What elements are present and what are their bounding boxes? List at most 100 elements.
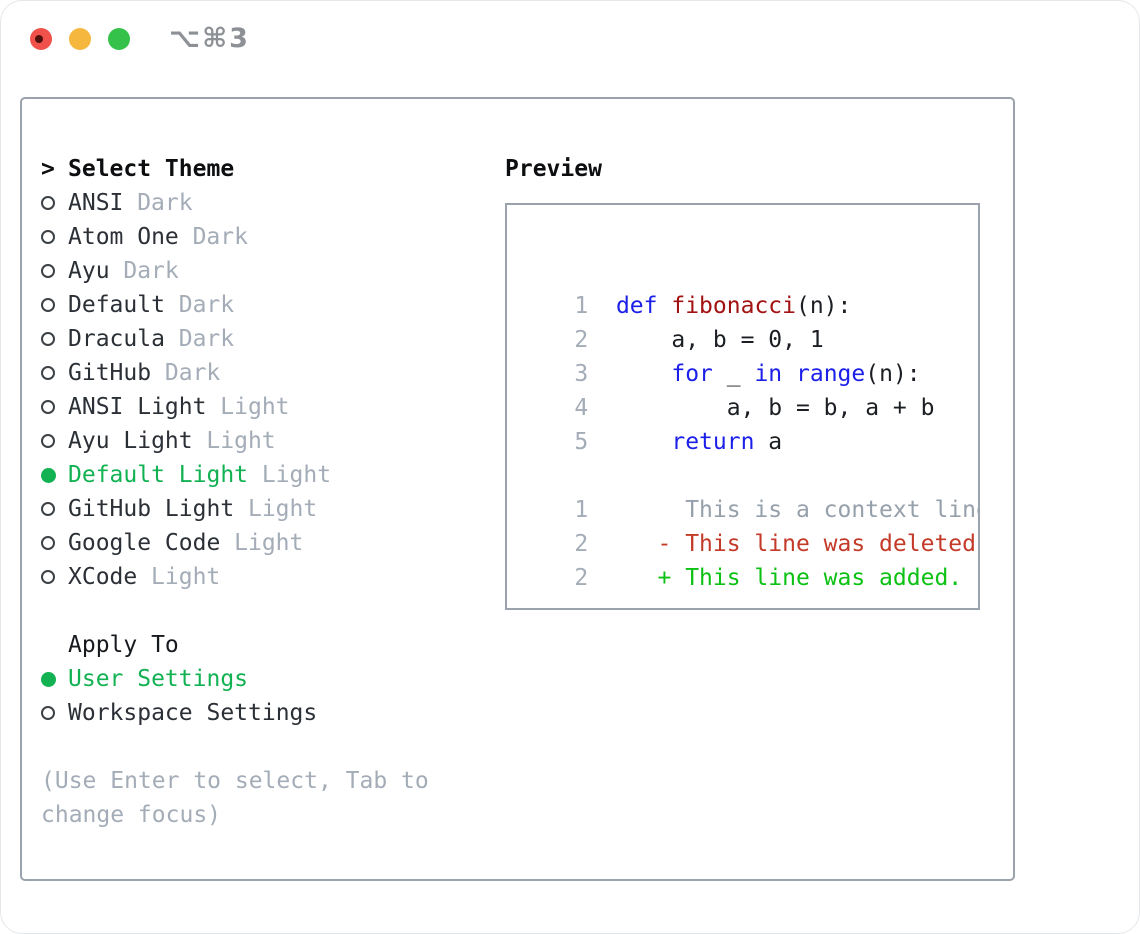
line-number: 2 — [574, 565, 589, 591]
theme-variant: Dark — [123, 258, 179, 284]
theme-option-ayu-light-light[interactable]: Ayu Light Light — [41, 424, 489, 458]
code-segment-plain: _ — [712, 361, 755, 387]
code-segment-keyword: def — [615, 293, 658, 319]
code-segment-keyword: range — [796, 361, 866, 387]
theme-variant: Light — [261, 462, 332, 488]
radio-icon — [41, 230, 55, 244]
zoom-button[interactable] — [108, 28, 130, 50]
keyboard-hint: (Use Enter to select, Tab to change focu… — [41, 768, 429, 828]
radio-icon — [41, 400, 55, 414]
preview-code-line: 2 - This line was deleted. — [519, 493, 978, 557]
theme-option-ansi-dark[interactable]: ANSI Dark — [41, 186, 489, 220]
code-text: a, b = 0, 1 — [615, 327, 824, 353]
preview-code-line: 4 a, b = b, a + b — [519, 357, 978, 421]
theme-variant: Dark — [137, 190, 193, 216]
theme-name: XCode — [68, 564, 138, 590]
minimize-button[interactable] — [69, 28, 91, 50]
theme-variant: Light — [206, 428, 276, 454]
radio-icon — [41, 366, 55, 380]
code-text: This is a context line. — [615, 497, 980, 523]
theme-selector-panel: > Select Theme ANSI Dark Atom One Dark A… — [20, 97, 1015, 881]
code-segment-keyword: in — [754, 361, 783, 387]
preview-column: Preview 1 def fibonacci(n): 2 a, b = 0, … — [505, 152, 999, 610]
theme-name: Default Light — [68, 462, 249, 488]
theme-variant: Light — [234, 530, 304, 556]
code-segment-plain: a, b = 0, 1 — [615, 327, 824, 353]
theme-name: Dracula — [68, 326, 165, 352]
code-segment-function: fibonacci — [671, 293, 796, 319]
theme-option-xcode-light[interactable]: XCode Light — [41, 560, 489, 594]
code-segment-plain: a — [754, 429, 783, 455]
theme-option-github-dark[interactable]: GitHub Dark — [41, 356, 489, 390]
theme-name: Atom One — [68, 224, 179, 250]
line-number: 2 — [574, 327, 589, 353]
theme-name: ANSI — [68, 190, 124, 216]
theme-option-ansi-light-light[interactable]: ANSI Light Light — [41, 390, 489, 424]
radio-icon — [41, 434, 55, 448]
theme-name: ANSI Light — [68, 394, 207, 420]
code-segment-plain: (n): — [865, 361, 921, 387]
line-number: 2 — [574, 531, 589, 557]
radio-icon — [41, 332, 55, 346]
theme-name: GitHub — [68, 360, 152, 386]
line-number: 1 — [574, 293, 589, 319]
code-segment-added: + This line was added. — [657, 565, 963, 591]
code-segment-plain — [616, 565, 658, 591]
theme-name: Google Code — [68, 530, 221, 556]
spacer — [41, 594, 489, 628]
line-number: 3 — [574, 361, 589, 387]
close-button[interactable] — [30, 28, 52, 50]
select-theme-header-row: > Select Theme — [41, 152, 489, 186]
line-number: 1 — [574, 497, 589, 523]
window-title: ⌥⌘3 — [169, 23, 250, 54]
radio-icon — [41, 502, 55, 516]
title-bar: ⌥⌘3 — [1, 1, 1139, 77]
theme-name: Ayu — [68, 258, 110, 284]
code-text: return a — [616, 429, 782, 455]
theme-option-dracula-dark[interactable]: Dracula Dark — [41, 322, 489, 356]
code-segment-plain — [616, 361, 671, 387]
radio-icon — [41, 264, 55, 278]
theme-option-ayu-dark[interactable]: Ayu Dark — [41, 254, 489, 288]
code-segment-keyword: return — [671, 429, 755, 455]
theme-option-default-light-light[interactable]: Default Light Light — [41, 458, 489, 492]
preview-code-line: 2 a, b = 0, 1 — [519, 289, 978, 353]
apply-option-label: Workspace Settings — [68, 700, 318, 726]
theme-variant: Dark — [178, 292, 235, 318]
preview-code-line: 5 return a — [519, 391, 978, 455]
radio-icon — [41, 706, 55, 720]
preview-code-line: 2 + This line was added. — [519, 527, 978, 591]
theme-variant: Dark — [164, 360, 221, 386]
line-number: 4 — [574, 395, 589, 421]
theme-variant: Light — [247, 496, 318, 522]
theme-variant: Dark — [178, 326, 235, 352]
apply-option-workspace-settings[interactable]: Workspace Settings — [41, 696, 489, 730]
theme-name: Default — [68, 292, 165, 318]
preview-code-line: 1 def fibonacci(n): — [519, 255, 978, 319]
code-text: for _ in range(n): — [616, 361, 921, 387]
radio-icon — [41, 467, 56, 483]
spacer — [41, 730, 489, 764]
select-theme-header: Select Theme — [68, 156, 235, 182]
theme-option-default-dark[interactable]: Default Dark — [41, 288, 489, 322]
theme-variant: Light — [151, 564, 221, 590]
code-segment-plain: a, b = b, a + b — [615, 395, 935, 421]
theme-option-google-code-light[interactable]: Google Code Light — [41, 526, 489, 560]
preview-code-line: 1 This is a context line. — [519, 459, 978, 523]
theme-option-github-light-light[interactable]: GitHub Light Light — [41, 492, 489, 526]
preview-header: Preview — [505, 156, 602, 182]
apply-option-user-settings[interactable]: User Settings — [41, 662, 489, 696]
code-segment-plain — [616, 531, 658, 557]
radio-icon — [41, 570, 55, 584]
radio-icon — [41, 536, 55, 550]
radio-icon — [41, 196, 55, 210]
theme-option-atom-one-dark[interactable]: Atom One Dark — [41, 220, 489, 254]
apply-option-label: User Settings — [68, 666, 249, 692]
focus-caret-icon: > — [41, 156, 55, 182]
theme-name: GitHub Light — [68, 496, 235, 522]
radio-icon — [41, 298, 55, 312]
code-segment-context: This is a context line. — [615, 497, 980, 523]
apply-to-header-row: Apply To — [41, 628, 489, 662]
code-segment-keyword: for — [671, 361, 713, 387]
